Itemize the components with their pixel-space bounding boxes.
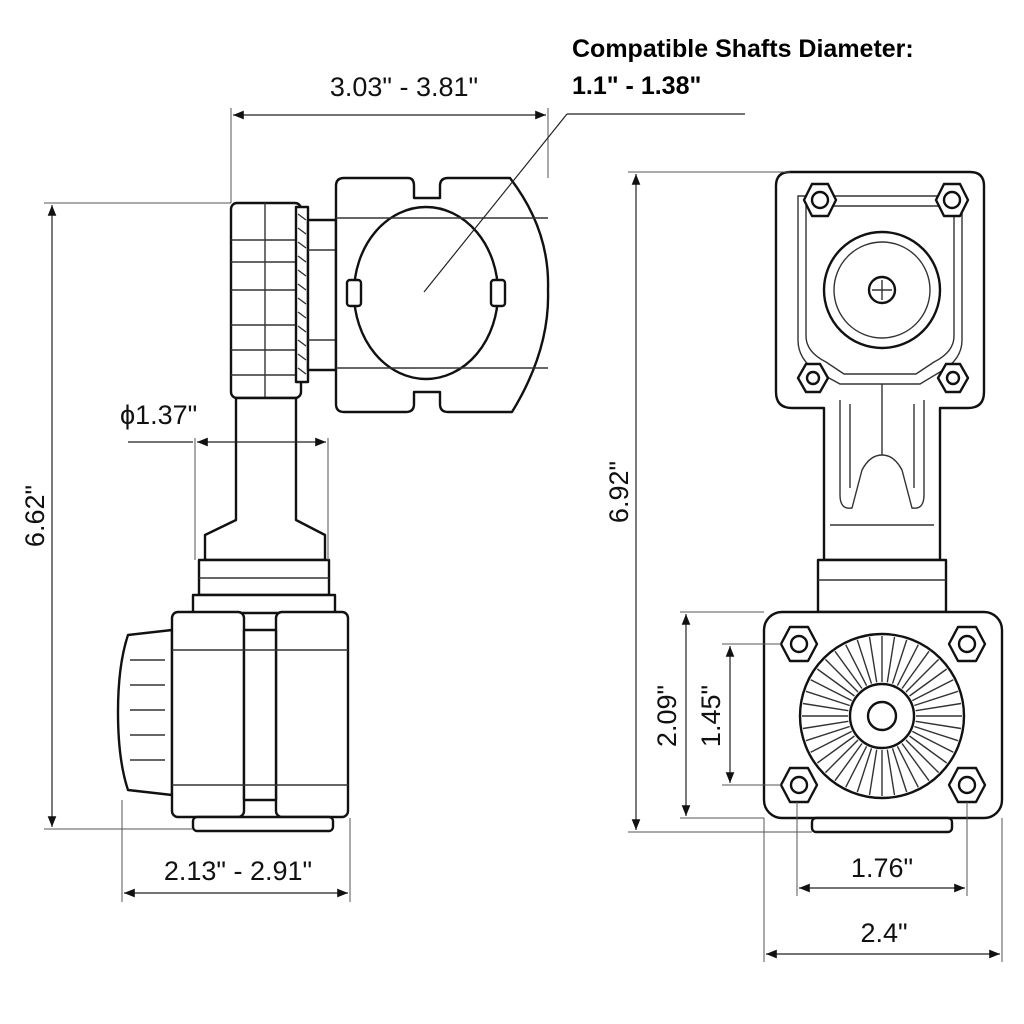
gear-tooth [856,639,873,684]
dim-hole-spacing-v: 1.45" [696,685,726,747]
gear-tooth [911,679,954,702]
dim-height-front: 6.92" [604,461,634,523]
bottom-bolts [779,625,987,804]
shaft-note: Compatible Shafts Diameter: 1.1" - 1.38" [572,35,914,100]
side-shaft [203,396,327,562]
dim-plate-width: 2.4" [860,918,907,948]
gear-tooth [810,679,853,702]
shaft-note-value: 1.1" - 1.38" [572,72,701,100]
gear-tooth [805,725,850,742]
front-dimensions: 6.92" 2.09" 1.45" 1.76" 2.4" [604,171,1003,962]
side-view [116,176,550,833]
gear-tooth [891,748,908,793]
gear-hole [866,700,898,732]
gear-tooth [802,702,849,712]
gear-tooth [886,749,896,796]
gear-tooth [911,730,954,753]
clamp-bore [352,205,500,381]
bottom-knob [116,628,174,797]
clamp-base [306,218,338,372]
gear-tooth [810,730,853,753]
gear-tooth [909,668,948,697]
bottom-clamp-left [170,610,246,819]
gear-tooth [834,650,863,689]
gear-tooth [868,636,878,683]
gear-tooth [909,735,948,764]
dim-plate-height: 2.09" [652,685,682,747]
gear-tooth [915,702,962,712]
gear-tooth [845,644,868,687]
gear-tooth [914,690,959,707]
dim-width-bottom: 2.13" - 2.91" [164,856,312,886]
gear-tooth [886,636,896,683]
dim-diameter: ϕ1.37" [120,400,197,430]
dim-width-top: 3.03" - 3.81" [330,72,478,102]
knurled-ring [294,205,310,384]
gear-tooth [901,743,930,782]
dim-height-side: 6.62" [20,485,50,547]
bottom-clamp-right [274,610,350,819]
gear-tooth [868,749,878,796]
gear-tooth [834,743,863,782]
gear-tooth [915,720,962,730]
gear-tooth [845,745,868,788]
gear-tooth [824,739,859,774]
gear-tooth [905,658,940,693]
top-bolts [796,182,970,394]
bottom-base-plate [191,815,335,833]
dim-hole-spacing-h: 1.76" [851,853,913,883]
gear-tooth [805,690,850,707]
front-view [762,170,1004,834]
gear-teeth [802,636,962,796]
gear-tooth [901,650,930,689]
shaft-note-title: Compatible Shafts Diameter: [572,35,914,63]
gear-tooth [896,745,919,788]
front-base-plate [810,816,954,834]
gear-tooth [816,668,855,697]
side-arm [229,201,303,400]
gear-tooth [816,735,855,764]
side-dimensions: 3.03" - 3.81" ϕ1.37" 6.62" 2.13" - 2.91" [20,72,745,902]
front-collar [816,558,948,614]
gear-tooth [905,739,940,774]
gear-tooth [896,644,919,687]
gear-tooth [856,748,873,793]
gear-tooth [802,720,849,730]
gear-tooth [824,658,859,693]
gear-tooth [891,639,908,684]
gear-tooth [914,725,959,742]
